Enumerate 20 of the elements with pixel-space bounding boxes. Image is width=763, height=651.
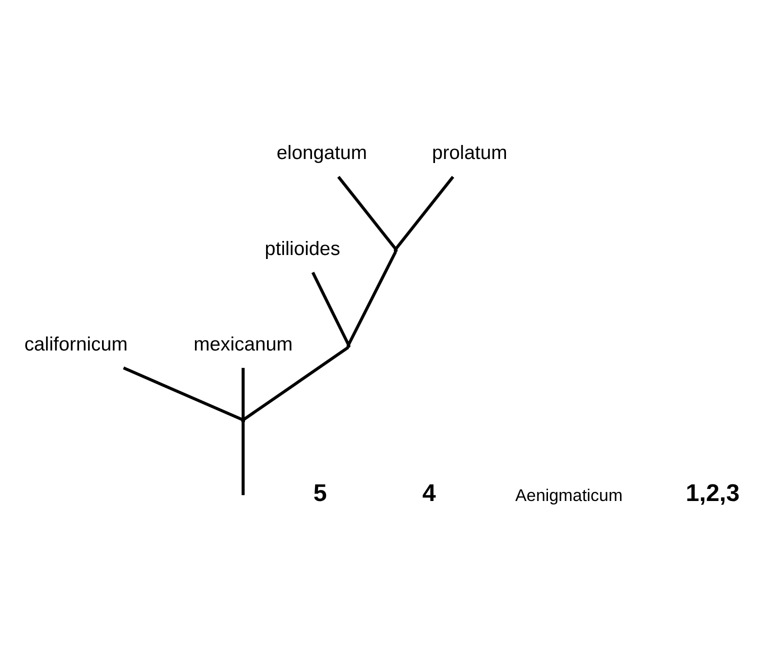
connector [242,422,245,496]
connector [242,368,245,420]
connector [337,176,397,250]
label: 1,2,3 [686,480,740,508]
node-point [394,248,398,252]
connector [122,366,244,422]
connector [394,176,454,250]
connector [347,251,397,346]
label: Aenigmaticum [515,486,623,505]
node-text: ptilioides [264,238,340,260]
node-point [346,344,350,348]
node-point [241,419,246,424]
connector [242,346,350,421]
node-text: californicum [24,334,128,356]
node-text: prolatum [432,142,508,164]
label: 5 [313,480,327,508]
node-text: mexicanum [194,334,293,356]
connector [311,272,350,346]
label: 4 [422,480,436,508]
node-text: elongatum [276,142,368,164]
